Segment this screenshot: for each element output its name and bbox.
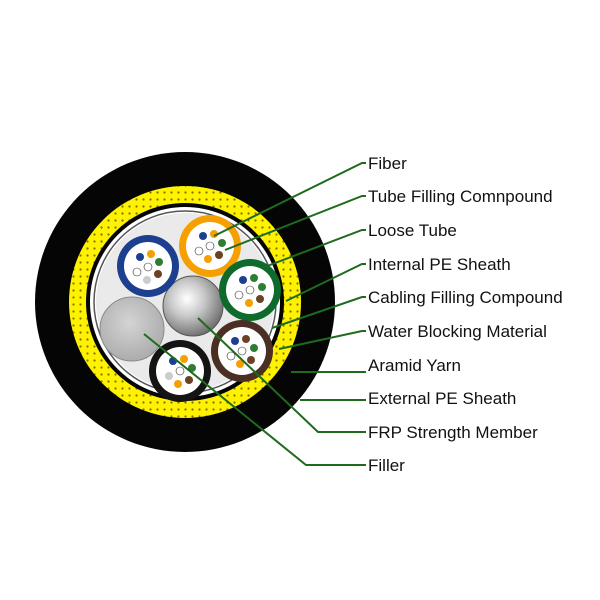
label-fiber: Fiber [368, 154, 407, 173]
label-external-pe-sheath: External PE Sheath [368, 389, 517, 408]
frp-strength-member [162, 275, 224, 337]
leader-line-fiber [213, 162, 366, 237]
leader-line-loose-tube [261, 229, 366, 269]
label-water-blocking-material: Water Blocking Material [368, 322, 547, 341]
leader-line-water-blocking [278, 330, 366, 350]
leader-line-tube-filling [224, 195, 366, 251]
filler [99, 296, 165, 362]
loose-tube-orange [179, 215, 241, 277]
label-loose-tube: Loose Tube [368, 221, 457, 240]
label-tube-filling-compound: Tube Filling Comnpound [368, 187, 553, 206]
label-frp-strength-member: FRP Strength Member [368, 423, 538, 442]
label-internal-pe-sheath: Internal PE Sheath [368, 255, 511, 274]
loose-tube-blue [117, 235, 179, 297]
leader-line-frp [197, 317, 366, 433]
label-filler: Filler [368, 456, 405, 475]
loose-tube-black [149, 340, 211, 402]
label-aramid-yarn: Aramid Yarn [368, 356, 461, 375]
leader-line-internal-pe [285, 263, 366, 302]
loose-tube-brown [211, 320, 273, 382]
leader-line-cabling-filling [271, 296, 366, 329]
leader-line-filler [143, 333, 366, 466]
loose-tube-green [219, 259, 281, 321]
leader-lines [143, 162, 366, 466]
label-cabling-filling-compound: Cabling Filling Compound [368, 288, 563, 307]
